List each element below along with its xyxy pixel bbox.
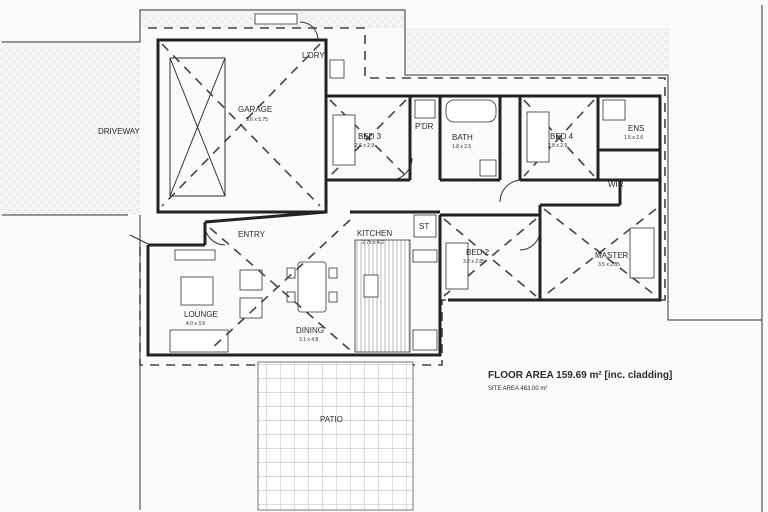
entry-label: ENTRY — [238, 230, 266, 239]
dining-label: DINING — [296, 326, 324, 335]
bath-dimension: 1.8 x 2.5 — [452, 144, 471, 150]
dining-dimension: 3.1 x 4.8 — [299, 337, 318, 343]
driveway-label: DRIVEWAY — [98, 127, 140, 136]
master-dimension: 3.5 x 2.85 — [598, 262, 620, 268]
ensuite-label: ENS — [628, 124, 644, 133]
room-labels: DRIVEWAY GARAGE 5.6 x 5.75 L'DRY BED 3 2… — [98, 51, 644, 424]
garage-label: GARAGE — [238, 105, 272, 114]
bed2-dimension: 3.2 x 2.85 — [463, 259, 485, 265]
bed3-dimension: 2.6 x 2.9 — [355, 143, 374, 149]
store-label: ST — [419, 222, 429, 231]
bed4-dimension: 2.8 x 2.9 — [548, 143, 567, 149]
garage-dimension: 5.6 x 5.75 — [246, 117, 268, 123]
kitchen-label: KITCHEN — [357, 229, 392, 238]
patio — [257, 361, 414, 511]
bath-label: BATH — [452, 133, 473, 142]
eave-line — [139, 27, 666, 366]
laundry-label: L'DRY — [302, 51, 325, 60]
master-label: MASTER — [595, 251, 629, 260]
lounge-dimension: 4.0 x 3.6 — [186, 321, 205, 327]
site-area-note: SITE AREA 463.00 m² — [488, 386, 547, 392]
powder-label: P'DR — [415, 122, 434, 131]
lounge-label: LOUNGE — [184, 310, 218, 319]
kitchen-dimension: 2.75 x 4.2 — [362, 240, 384, 246]
bed2-label: BED 2 — [466, 248, 490, 257]
bed3-label: BED 3 — [358, 132, 382, 141]
bed4-label: BED 4 — [550, 132, 574, 141]
floor-area-note: FLOOR AREA 159.69 m² [inc. cladding] — [488, 370, 672, 381]
living-wing — [129, 210, 442, 357]
wir-label: WIR — [608, 180, 624, 189]
patio-label: PATIO — [320, 415, 343, 424]
ensuite-dimension: 1.5 x 2.6 — [624, 135, 643, 141]
